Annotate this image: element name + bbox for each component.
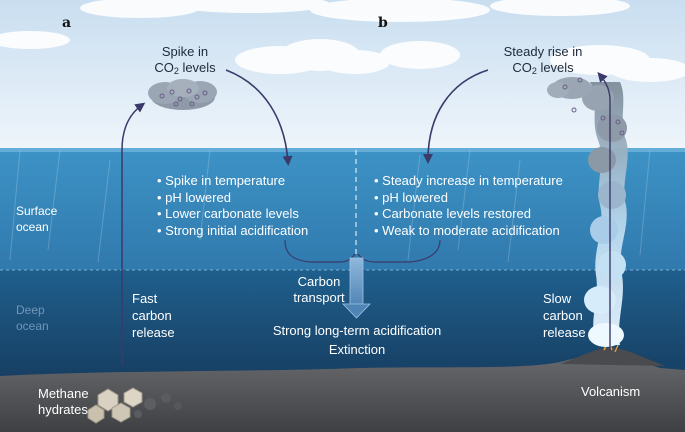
effect-item: • Lower carbonate levels [157,206,299,221]
effect-item: • pH lowered [374,189,448,205]
panel-label-a: a [62,15,72,31]
effect-item: • Weak to moderate acidification [374,222,560,238]
effect-item: • pH lowered [157,189,231,205]
slow-carbon-release-label: Slow carbon release [543,291,586,340]
volcanic-plume [547,77,628,347]
surface-effects-a: • Spike in temperature • pH lowered • Lo… [157,173,308,239]
surface-effects-b: • Steady increase in temperature • pH lo… [374,173,563,239]
effect-item: • Steady increase in temperature [374,173,563,188]
deep-ocean-label: Deep ocean [16,303,49,333]
slow-release-arrow [597,71,611,350]
effect-item: • Spike in temperature [157,173,286,188]
co2-cloud-a [148,79,217,110]
co2-label-a: Spike in CO2 levels [140,44,230,76]
outcome-acidification: Strong long-term acidification [272,323,442,338]
co2-label-a-formula: CO2 levels [154,60,216,76]
carbon-transport-arrow [342,257,371,319]
sky [0,0,685,148]
carbon-transport-label: Carbon transport [293,274,345,305]
fast-carbon-release-label: Fast carbon release [132,291,175,340]
co2-to-surface-arrow-b [423,69,489,164]
surface-ocean [0,148,685,270]
methane-hydrates-label: Methane hydrates [38,386,89,417]
methane-hydrates [87,387,182,424]
co2-label-b-formula: CO2 levels [512,60,574,76]
effect-item: • Carbonate levels restored [374,206,532,221]
surface-ocean-label: Surface ocean [16,204,58,234]
panel-label-b: b [378,15,388,31]
outcome-extinction: Extinction [328,342,386,357]
co2-label-b: Steady rise in CO2 levels [488,44,598,76]
co2-label-b-title: Steady rise in [503,44,583,59]
effect-item: • Strong initial acidification [157,222,309,238]
co2-to-surface-arrow-a [225,69,293,166]
volcanism-label: Volcanism [581,384,641,399]
fast-release-arrow [121,102,146,365]
clouds [0,0,685,82]
deep-ocean [0,270,685,376]
co2-label-a-title: Spike in [161,44,209,59]
seafloor [0,352,685,432]
